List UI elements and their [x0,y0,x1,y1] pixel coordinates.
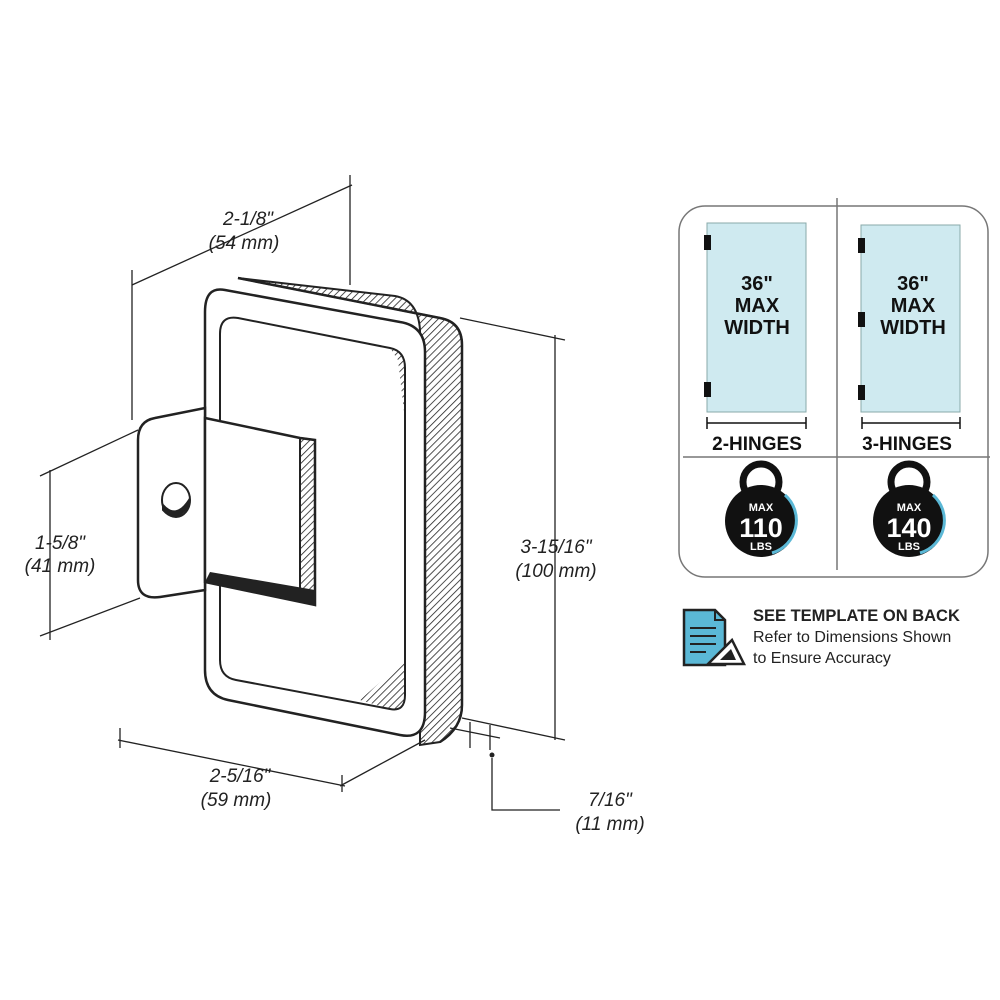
weight-unit: LBS [750,541,772,553]
weight-value: 140 [886,513,931,543]
hinge-icon [858,385,865,400]
depth-in: 2-1/8" [222,209,274,230]
gap-in: 7/16" [588,790,633,811]
hinge-count-label: 2-HINGES [712,434,802,455]
glass-text: WIDTH [880,317,946,339]
width-in: 2-5/16" [209,766,272,787]
height-mm: (100 mm) [515,561,596,582]
width-mm: (59 mm) [201,790,272,811]
hinge-count-label: 3-HINGES [862,434,952,455]
document-template-icon [682,608,747,667]
hinge-icon [858,238,865,253]
glass-text: WIDTH [724,317,790,339]
hinge-icon [704,382,711,397]
dimension-lines [39,175,566,811]
leaf-mm: (41 mm) [25,556,96,577]
weight-max: MAX [897,502,922,514]
template-note-title: SEE TEMPLATE ON BACK [753,607,960,625]
weight-max: MAX [749,502,774,514]
weight-unit: LBS [898,541,920,553]
gap-mm: (11 mm) [575,814,644,835]
leaf-in: 1-5/8" [35,533,86,554]
hinge-body [136,276,464,747]
spec-panel: 36" MAX WIDTH 2-HINGES 36" MAX WIDTH 3-H… [678,198,990,578]
hinge-icon [858,312,865,327]
template-note-line2: to Ensure Accuracy [753,650,891,667]
glass-panel-right: 36" MAX WIDTH 3-HINGES [858,224,961,455]
dimension-labels: 2-1/8" (54 mm) 1-5/8" (41 mm) 3-15/16" (… [25,209,645,835]
weight-icon-right: MAX 140 LBS [873,460,946,557]
glass-text: 36" [897,273,929,295]
depth-mm: (54 mm) [209,233,280,254]
hinge-icon [704,235,711,250]
template-note-line1: Refer to Dimensions Shown [753,629,952,646]
template-note: SEE TEMPLATE ON BACK Refer to Dimensions… [753,606,960,669]
weight-value: 110 [739,513,783,543]
glass-text: 36" [741,273,773,295]
glass-text: MAX [735,295,780,317]
height-in: 3-15/16" [520,537,592,558]
glass-text: MAX [891,295,936,317]
glass-panel-left: 36" MAX WIDTH 2-HINGES [704,222,807,455]
weight-icon-left: MAX 110 LBS [725,460,798,557]
